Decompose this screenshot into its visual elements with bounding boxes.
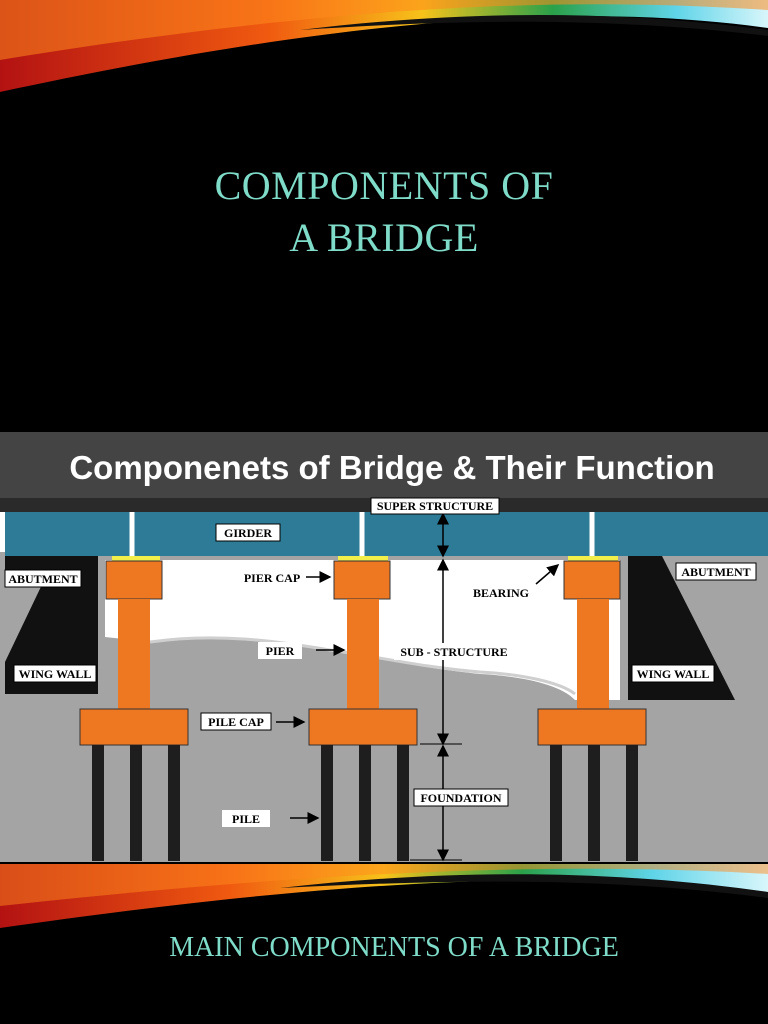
bearing-1 xyxy=(112,556,160,561)
label-bearing: BEARING xyxy=(473,586,529,600)
bottom-swoosh-decoration xyxy=(0,862,768,932)
label-pile-cap: PILE CAP xyxy=(208,715,264,729)
label-wing-wall-right: WING WALL xyxy=(637,667,710,681)
label-super-structure: SUPER STRUCTURE xyxy=(377,499,493,513)
slide-title: COMPONENTS OF A BRIDGE xyxy=(0,160,768,264)
girder-deck xyxy=(5,512,768,556)
label-abutment-right: ABUTMENT xyxy=(681,565,750,579)
label-pier: PIER xyxy=(266,644,295,658)
bearing-2 xyxy=(338,556,388,561)
title-line-1: COMPONENTS OF xyxy=(214,163,554,208)
label-abutment-left: ABUTMENT xyxy=(8,572,77,586)
bridge-diagram: Componenets of Bridge & Their Function xyxy=(0,432,768,868)
title-line-2: A BRIDGE xyxy=(289,215,479,260)
label-sub-structure: SUB - STRUCTURE xyxy=(400,645,507,659)
bearing-3 xyxy=(568,556,618,561)
diagram-header: Componenets of Bridge & Their Function xyxy=(69,449,714,486)
label-wing-wall-left: WING WALL xyxy=(19,667,92,681)
pier-structure-1 xyxy=(79,560,189,861)
pier-structure-3 xyxy=(537,560,647,861)
pier-structure-2 xyxy=(308,560,418,861)
label-foundation: FOUNDATION xyxy=(420,791,501,805)
label-girder: GIRDER xyxy=(224,526,272,540)
top-swoosh-decoration xyxy=(0,0,768,92)
abutment-right xyxy=(628,556,735,700)
label-pile: PILE xyxy=(232,812,260,826)
diagram-header-bar xyxy=(0,432,768,498)
slide-caption: MAIN COMPONENTS OF A BRIDGE xyxy=(169,932,619,963)
label-pier-cap: PIER CAP xyxy=(244,571,300,585)
